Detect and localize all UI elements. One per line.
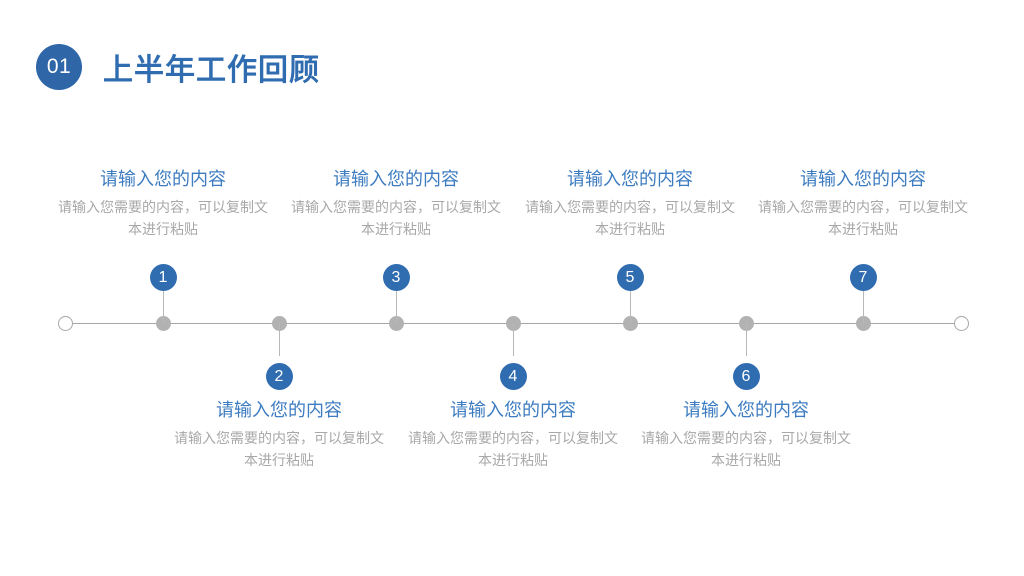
timeline-start-cap-icon — [58, 316, 73, 331]
timeline-node-stem — [395, 290, 397, 323]
section-number-badge: 01 — [36, 44, 82, 90]
timeline-item-body: 请输入您需要的内容，可以复制文本进行粘贴 — [408, 432, 618, 470]
timeline-item-body: 请输入您需要的内容，可以复制文本进行粘贴 — [291, 201, 501, 239]
timeline-node-badge-6[interactable]: 6 — [732, 363, 760, 390]
page-title: 上半年工作回顾 — [103, 54, 320, 87]
timeline-text-block-5: 请输入您的内容请输入您需要的内容，可以复制文本进行粘贴 — [522, 168, 738, 242]
timeline-node-badge-2[interactable]: 2 — [265, 363, 293, 390]
timeline-text-block-6: 请输入您的内容请输入您需要的内容，可以复制文本进行粘贴 — [638, 399, 854, 473]
timeline-item-heading: 请输入您的内容 — [216, 400, 342, 420]
timeline-text-block-3: 请输入您的内容请输入您需要的内容，可以复制文本进行粘贴 — [288, 168, 504, 242]
timeline-node-stem — [162, 290, 164, 323]
timeline-text-block-1: 请输入您的内容请输入您需要的内容，可以复制文本进行粘贴 — [55, 168, 271, 242]
timeline-item-heading: 请输入您的内容 — [333, 169, 459, 189]
timeline-node-badge-3[interactable]: 3 — [382, 264, 410, 291]
timeline-node-dot — [388, 316, 404, 331]
timeline-node-badge-1[interactable]: 1 — [149, 264, 177, 291]
timeline-item-body: 请输入您需要的内容，可以复制文本进行粘贴 — [641, 432, 851, 470]
timeline-item-body: 请输入您需要的内容，可以复制文本进行粘贴 — [58, 201, 268, 239]
timeline-node-dot — [155, 316, 171, 331]
timeline-text-block-7: 请输入您的内容请输入您需要的内容，可以复制文本进行粘贴 — [755, 168, 971, 242]
timeline-item-body: 请输入您需要的内容，可以复制文本进行粘贴 — [525, 201, 735, 239]
timeline-node-dot — [855, 316, 871, 331]
timeline-text-block-4: 请输入您的内容请输入您需要的内容，可以复制文本进行粘贴 — [405, 399, 621, 473]
timeline-node-stem — [629, 290, 631, 323]
timeline-item-heading: 请输入您的内容 — [800, 169, 926, 189]
timeline-node-stem — [862, 290, 864, 323]
timeline-item-heading: 请输入您的内容 — [100, 169, 226, 189]
timeline-item-body: 请输入您需要的内容，可以复制文本进行粘贴 — [758, 201, 968, 239]
timeline-node-dot — [622, 316, 638, 331]
timeline-node-badge-7[interactable]: 7 — [849, 264, 877, 291]
timeline-item-heading: 请输入您的内容 — [567, 169, 693, 189]
timeline-node-badge-4[interactable]: 4 — [499, 363, 527, 390]
timeline-node-badge-5[interactable]: 5 — [616, 264, 644, 291]
timeline-item-heading: 请输入您的内容 — [683, 400, 809, 420]
timeline-node-stem — [512, 323, 514, 356]
timeline-item-body: 请输入您需要的内容，可以复制文本进行粘贴 — [174, 432, 384, 470]
slide-header: 01 上半年工作回顾 — [36, 43, 320, 91]
timeline-node-stem — [745, 323, 747, 356]
timeline-node-stem — [278, 323, 280, 356]
timeline-item-heading: 请输入您的内容 — [450, 400, 576, 420]
timeline-end-cap-icon — [954, 316, 969, 331]
timeline-text-block-2: 请输入您的内容请输入您需要的内容，可以复制文本进行粘贴 — [171, 399, 387, 473]
